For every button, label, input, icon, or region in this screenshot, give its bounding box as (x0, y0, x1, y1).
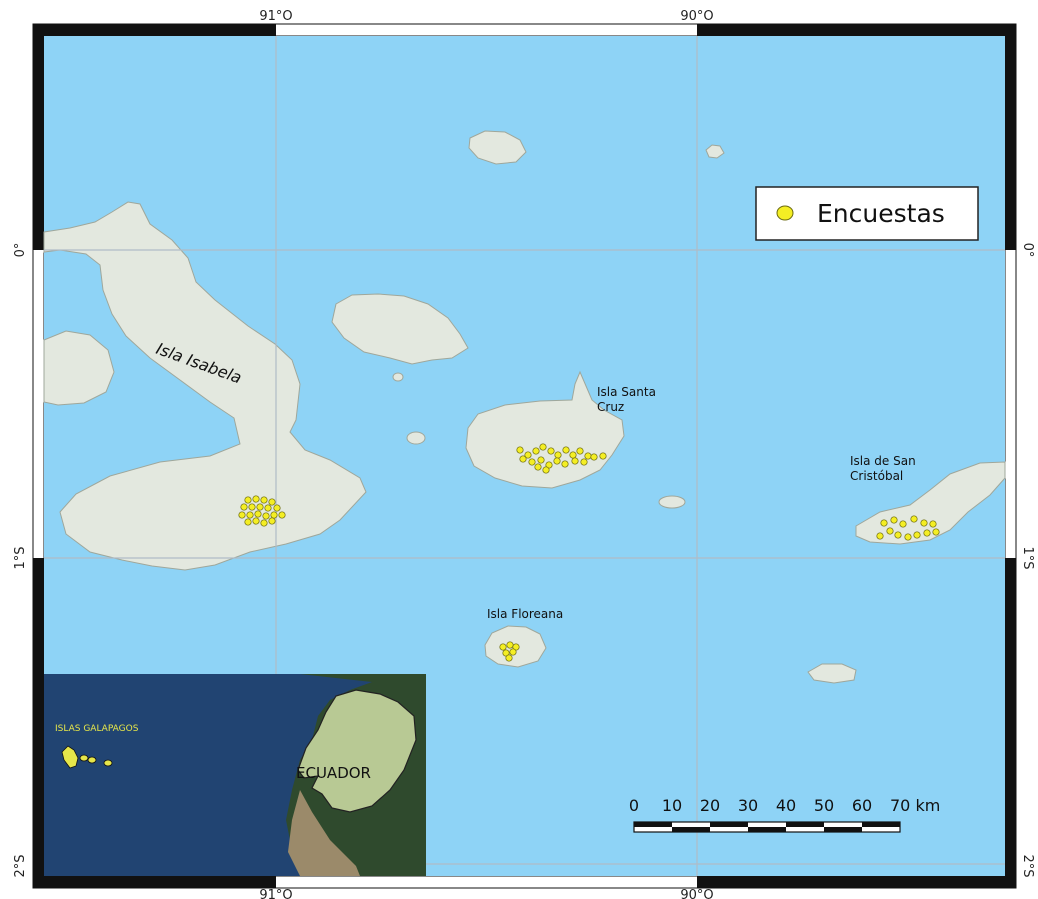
scale-label-60: 60 (852, 796, 872, 815)
label-isla-floreana: Isla Floreana (487, 607, 563, 621)
lat-label-left-0: 0° (13, 243, 28, 258)
inset-galapagos-label: ISLAS GALAPAGOS (55, 724, 139, 734)
inset-galapagos-shape-2 (79, 754, 89, 762)
scale-bar: 0 10 20 30 40 50 60 70 km (629, 796, 940, 833)
inset-galapagos-shape-3 (87, 756, 97, 764)
survey-points (238, 443, 940, 662)
lon-label-bottom-90: 90°O (680, 888, 713, 899)
isla-isabela-shape (43, 201, 367, 571)
legend: Encuestas (755, 186, 979, 241)
inset-map: ISLAS GALAPAGOS ECUADOR (44, 674, 426, 876)
lat-label-left-1s: 1°S (13, 546, 28, 569)
lon-label-bottom-91: 91°O (259, 888, 292, 899)
lon-label-top-91: 91°O (259, 9, 292, 24)
label-isla-santa-cruz-line1: Isla Santa (597, 385, 656, 399)
inset-coast-desert (288, 790, 360, 876)
land-masses (43, 130, 1006, 684)
lat-label-left-2s: 2°S (13, 854, 28, 877)
lon-label-top-90: 90°O (680, 9, 713, 24)
isla-santiago-shape (331, 293, 469, 365)
scale-label-30: 30 (738, 796, 758, 815)
legend-label: Encuestas (817, 199, 945, 228)
isla-genovesa-shape (705, 144, 725, 159)
islet-rabida (406, 431, 426, 445)
inset-ecuador-label: ECUADOR (296, 764, 371, 782)
scale-label-10: 10 (662, 796, 682, 815)
inset-galapagos-shape-4 (103, 759, 113, 767)
scale-tick-labels: 0 10 20 30 40 50 60 70 km (629, 796, 940, 815)
coordinate-labels: 91°O 90°O 91°O 90°O 0° 1°S 2°S 0° 1°S 2°… (13, 9, 1035, 899)
scale-label-0: 0 (629, 796, 639, 815)
islet-pinzon (392, 372, 404, 382)
scale-label-70km: 70 km (890, 796, 940, 815)
isla-espanola-shape (807, 663, 857, 684)
isla-san-cristobal-shape (855, 461, 1006, 545)
label-isla-san-cristobal-line1: Isla de San (850, 454, 916, 468)
lat-label-right-0: 0° (1020, 243, 1035, 258)
legend-symbol-yellow-circle (776, 205, 794, 221)
scale-label-20: 20 (700, 796, 720, 815)
lat-label-right-1s: 1°S (1020, 546, 1035, 569)
inset-galapagos-shape-1 (61, 745, 79, 769)
lat-label-right-2s: 2°S (1020, 854, 1035, 877)
isla-pinta-shape (468, 130, 527, 165)
map-frame (32, 23, 1017, 889)
scale-label-50: 50 (814, 796, 834, 815)
label-isla-santa-cruz-line2: Cruz (597, 400, 624, 414)
label-isla-san-cristobal-line2: Cristóbal (850, 469, 903, 483)
islet-santa-fe (658, 495, 686, 509)
scale-label-40: 40 (776, 796, 796, 815)
inset-ecuador-shape (297, 689, 417, 813)
isla-fernandina-shape (43, 330, 115, 406)
